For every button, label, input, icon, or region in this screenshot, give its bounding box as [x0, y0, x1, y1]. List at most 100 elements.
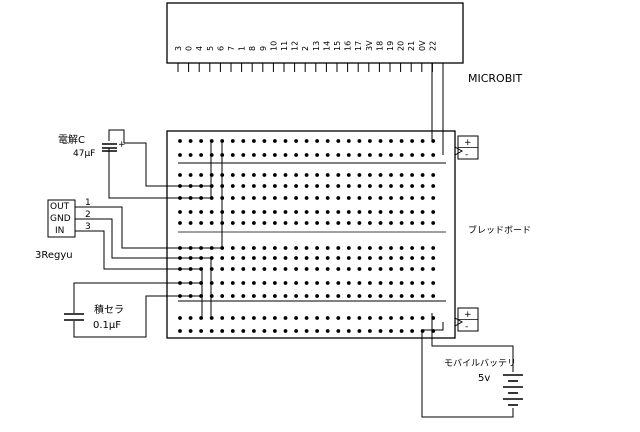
breadboard-hole: [304, 173, 309, 177]
breadboard-hole: [220, 281, 225, 285]
breadboard-hole: [399, 267, 404, 271]
breadboard-hole: [283, 281, 288, 285]
breadboard-hole: [357, 173, 362, 177]
breadboard-hole: [368, 294, 372, 298]
breadboard-hole: [368, 316, 372, 320]
breadboard-hole: [357, 316, 362, 320]
breadboard-hole: [325, 267, 330, 271]
breadboard-hole: [357, 246, 362, 250]
breadboard-body: [166, 130, 456, 339]
breadboard-hole: [178, 153, 182, 157]
breadboard-hole: [294, 139, 298, 143]
breadboard-hole: [283, 294, 288, 298]
breadboard-hole: [230, 329, 235, 333]
breadboard-hole: [241, 246, 246, 250]
microbit-pin-label: 4: [195, 46, 204, 51]
breadboard-hole: [273, 221, 277, 225]
breadboard-hole: [378, 196, 383, 200]
breadboard-hole: [410, 281, 414, 285]
breadboard-hole: [220, 329, 225, 333]
reg-pin-2: 2: [85, 210, 91, 220]
breadboard-hole: [368, 246, 372, 250]
breadboard-hole: [315, 281, 319, 285]
breadboard-hole: [315, 294, 319, 298]
breadboard-hole: [420, 316, 425, 320]
breadboard-hole: [346, 316, 351, 320]
breadboard-hole: [325, 281, 330, 285]
breadboard-hole: [420, 294, 425, 298]
breadboard-hole: [378, 294, 383, 298]
breadboard-hole: [431, 153, 436, 157]
breadboard-hole: [420, 153, 425, 157]
breadboard-hole: [325, 329, 330, 333]
breadboard-hole: [304, 221, 309, 225]
breadboard-hole: [431, 196, 436, 200]
breadboard-hole: [431, 256, 436, 260]
breadboard-hole: [241, 221, 246, 225]
breadboard-hole: [178, 210, 182, 214]
breadboard-hole: [220, 316, 225, 320]
breadboard-hole: [283, 173, 288, 177]
breadboard-hole: [252, 267, 256, 271]
breadboard-hole: [304, 139, 309, 143]
breadboard-hole: [389, 153, 393, 157]
breadboard-hole: [420, 256, 425, 260]
reg-pin-in-label: IN: [55, 226, 64, 236]
breadboard-hole: [294, 267, 298, 271]
breadboard-hole: [431, 210, 436, 214]
breadboard-hole: [241, 316, 246, 320]
breadboard-hole: [315, 196, 319, 200]
breadboard-hole: [346, 221, 351, 225]
breadboard-hole: [315, 221, 319, 225]
breadboard-hole: [315, 256, 319, 260]
breadboard-hole: [304, 196, 309, 200]
breadboard-hole: [378, 329, 383, 333]
microbit-pin-label: 6: [216, 46, 225, 51]
breadboard-hole: [230, 221, 235, 225]
breadboard-hole: [389, 221, 393, 225]
breadboard-hole: [315, 184, 319, 188]
breadboard-hole: [304, 267, 309, 271]
breadboard-hole: [178, 173, 182, 177]
breadboard-hole: [315, 267, 319, 271]
breadboard-hole: [368, 221, 372, 225]
breadboard-hole: [368, 139, 372, 143]
breadboard-hole: [410, 246, 414, 250]
ccap-name: 積セラ: [94, 303, 124, 316]
breadboard-hole: [315, 246, 319, 250]
breadboard-hole: [389, 210, 393, 214]
breadboard-hole: [188, 210, 193, 214]
breadboard-hole: [188, 153, 193, 157]
breadboard-hole: [262, 256, 267, 260]
breadboard-hole: [241, 173, 246, 177]
breadboard-hole: [273, 184, 277, 188]
electrolytic-capacitor: + 電解C 47μF: [58, 133, 126, 159]
breadboard-hole: [294, 316, 298, 320]
breadboard-hole: [283, 329, 288, 333]
breadboard-hole: [304, 210, 309, 214]
breadboard-hole: [273, 329, 277, 333]
breadboard-hole: [325, 221, 330, 225]
breadboard-hole: [420, 196, 425, 200]
reg-pin-out-label: OUT: [50, 202, 70, 212]
rail-plus-bottom: +: [464, 310, 472, 320]
microbit-pin-label: 3: [174, 46, 183, 51]
breadboard-hole: [230, 294, 235, 298]
breadboard-hole: [410, 196, 414, 200]
breadboard-hole: [336, 256, 341, 260]
breadboard-hole: [410, 316, 414, 320]
breadboard-hole: [315, 210, 319, 214]
breadboard-hole: [431, 281, 436, 285]
breadboard-hole: [378, 153, 383, 157]
breadboard-hole: [378, 221, 383, 225]
breadboard-hole: [262, 196, 267, 200]
breadboard-hole: [336, 267, 341, 271]
breadboard-hole: [346, 196, 351, 200]
microbit-pin-label: 0: [185, 46, 194, 51]
breadboard-hole: [315, 173, 319, 177]
breadboard-hole: [346, 267, 351, 271]
breadboard-hole: [368, 267, 372, 271]
breadboard-hole: [325, 173, 330, 177]
breadboard-hole: [368, 210, 372, 214]
